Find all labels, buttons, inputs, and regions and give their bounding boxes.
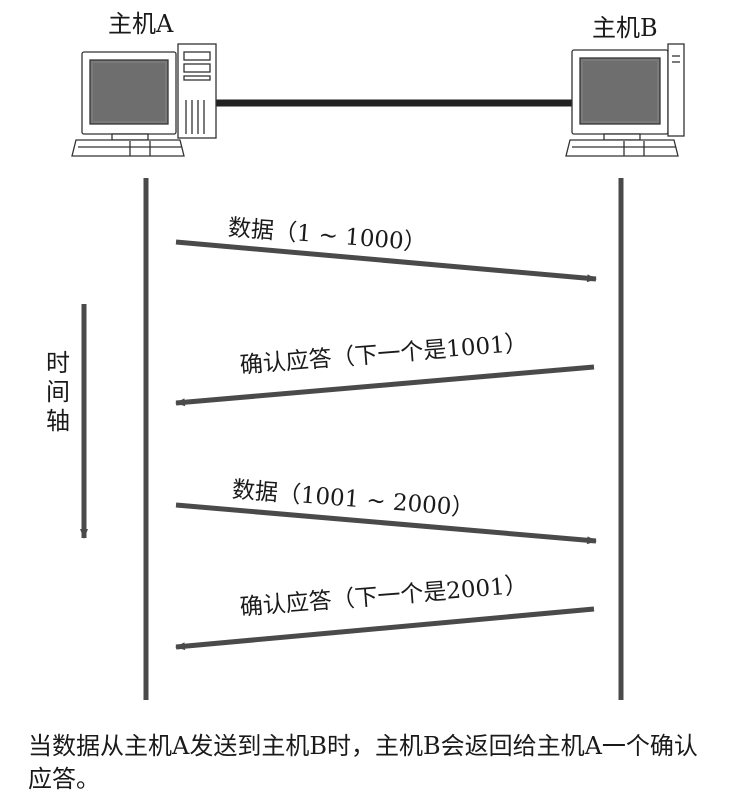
message-arrow-3 bbox=[175, 502, 597, 545]
message-arrow-4 bbox=[175, 606, 595, 651]
message-arrow-2 bbox=[175, 364, 595, 407]
message-arrow-1 bbox=[175, 239, 597, 283]
time-axis-char: 时 bbox=[46, 349, 70, 377]
sequence-diagram bbox=[71, 43, 685, 700]
figure-caption: 当数据从主机A发送到主机B时，主机B会返回给主机A一个确认应答。 bbox=[28, 732, 698, 793]
host-a-computer-icon bbox=[71, 43, 217, 157]
time-axis-char: 间 bbox=[46, 378, 70, 406]
host-a-label: 主机A bbox=[108, 10, 174, 38]
host-b-label: 主机B bbox=[592, 14, 658, 42]
host-b-computer-icon bbox=[565, 43, 685, 157]
time-axis-char: 轴 bbox=[46, 407, 70, 435]
time-axis-label: 时 间 轴 bbox=[43, 349, 73, 436]
